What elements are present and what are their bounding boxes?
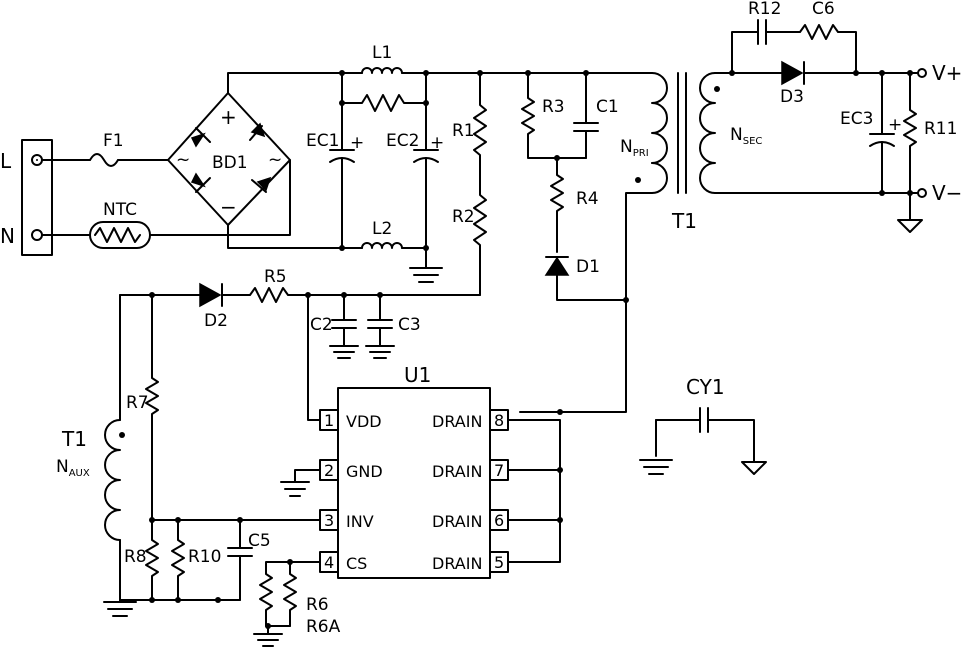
pin6-num: 6 xyxy=(494,511,504,530)
capacitor-c2 xyxy=(329,294,359,359)
l2-label: L2 xyxy=(372,219,392,239)
resistor-r10 xyxy=(171,519,185,601)
aux-winding xyxy=(103,294,137,617)
pin2-name: GND xyxy=(346,462,383,481)
capacitor-cy1 xyxy=(639,407,767,475)
r6-label: R6 xyxy=(306,595,329,615)
d2-label: D2 xyxy=(204,311,228,331)
c6-label: C6 xyxy=(812,0,835,19)
ec3-plus: + xyxy=(888,115,902,135)
ntc-thermistor xyxy=(41,221,229,249)
fuse-f1 xyxy=(41,153,169,167)
ntc-label: NTC xyxy=(103,200,137,220)
bridge-label: BD1 xyxy=(212,153,248,173)
r12-label: R12 xyxy=(748,0,781,19)
r10-label: R10 xyxy=(188,547,221,567)
transformer-core xyxy=(677,72,687,194)
transformer-primary xyxy=(519,72,668,413)
drain-bus xyxy=(507,419,561,563)
pin1-num: 1 xyxy=(324,411,334,430)
capacitor-c5 xyxy=(227,519,253,601)
pin7-name: DRAIN xyxy=(432,462,482,481)
terminal-n-label: N xyxy=(0,224,15,248)
naux-label: NAUX xyxy=(56,457,90,479)
ec1-plus: + xyxy=(350,133,364,153)
capacitor-c3 xyxy=(365,294,395,359)
capacitor-ec3 xyxy=(869,72,895,194)
resistor-r4-diode-d1 xyxy=(544,157,627,301)
pin8-name: DRAIN xyxy=(432,412,482,431)
vminus-label: V− xyxy=(932,181,962,205)
pin8-num: 8 xyxy=(494,411,504,430)
c3-label: C3 xyxy=(398,315,421,335)
vplus-label: V+ xyxy=(932,61,962,85)
pin6-name: DRAIN xyxy=(432,512,482,531)
u1-label: U1 xyxy=(404,363,431,387)
r5-label: R5 xyxy=(264,267,287,287)
r2-label: R2 xyxy=(452,207,475,227)
pin7-num: 7 xyxy=(494,461,504,480)
bridge-minus: − xyxy=(220,195,237,219)
npri-label: NPRI xyxy=(620,137,649,159)
bridge-ac1: ~ xyxy=(176,150,190,170)
c2-label: C2 xyxy=(310,315,333,335)
capacitor-ec2 xyxy=(413,102,439,249)
aux-supply-d2-r5 xyxy=(119,282,301,308)
inductor-l2 xyxy=(329,242,443,283)
pin3-name: INV xyxy=(346,512,374,531)
pin3-num: 3 xyxy=(324,511,334,530)
bridge-rectifier-bd1 xyxy=(167,72,331,249)
aux-t1-label: T1 xyxy=(61,427,87,451)
d3-label: D3 xyxy=(780,87,804,107)
terminal-l-label: L xyxy=(0,149,12,173)
pin1-name: VDD xyxy=(346,412,382,431)
ec1-label: EC1 xyxy=(306,131,339,151)
bridge-plus: + xyxy=(220,105,237,129)
r3-label: R3 xyxy=(542,97,565,117)
resistor-r7 xyxy=(145,294,159,521)
pin4-name: CS xyxy=(346,554,367,573)
gnd-pin-ground xyxy=(280,469,321,497)
snubber-r3-c1 xyxy=(521,72,599,159)
transformer-label: T1 xyxy=(671,209,697,233)
pin2-num: 2 xyxy=(324,461,334,480)
r1-label: R1 xyxy=(452,121,475,141)
inductor-l1 xyxy=(329,67,641,112)
c1-label: C1 xyxy=(596,97,619,117)
resistor-r1-r2 xyxy=(299,72,487,296)
output-snubber-r12-c6 xyxy=(731,19,857,74)
ec2-label: EC2 xyxy=(386,131,419,151)
resistor-r6-r6a xyxy=(253,561,321,647)
diode-d3 xyxy=(731,60,919,86)
capacitor-ec1 xyxy=(329,102,355,249)
output-terminals xyxy=(897,68,927,233)
resistor-r8 xyxy=(145,519,159,601)
pin4-num: 4 xyxy=(324,553,334,572)
pin5-name: DRAIN xyxy=(432,554,482,573)
c5-label: C5 xyxy=(248,531,271,551)
r7-label: R7 xyxy=(126,393,149,413)
l1-label: L1 xyxy=(372,43,392,63)
bridge-ac2: ~ xyxy=(268,150,282,170)
resistor-r11 xyxy=(903,72,917,194)
fuse-label: F1 xyxy=(103,131,124,151)
nsec-label: NSEC xyxy=(730,125,762,147)
cy1-label: CY1 xyxy=(686,375,725,399)
r4-label: R4 xyxy=(576,189,599,209)
d1-label: D1 xyxy=(576,257,600,277)
r6a-label: R6A xyxy=(306,617,341,637)
pin5-num: 5 xyxy=(494,553,504,572)
r11-label: R11 xyxy=(924,119,957,139)
ec2-plus: + xyxy=(430,133,444,153)
ac-input-terminal xyxy=(21,139,53,256)
ec3-label: EC3 xyxy=(840,109,873,129)
r8-label: R8 xyxy=(124,547,147,567)
